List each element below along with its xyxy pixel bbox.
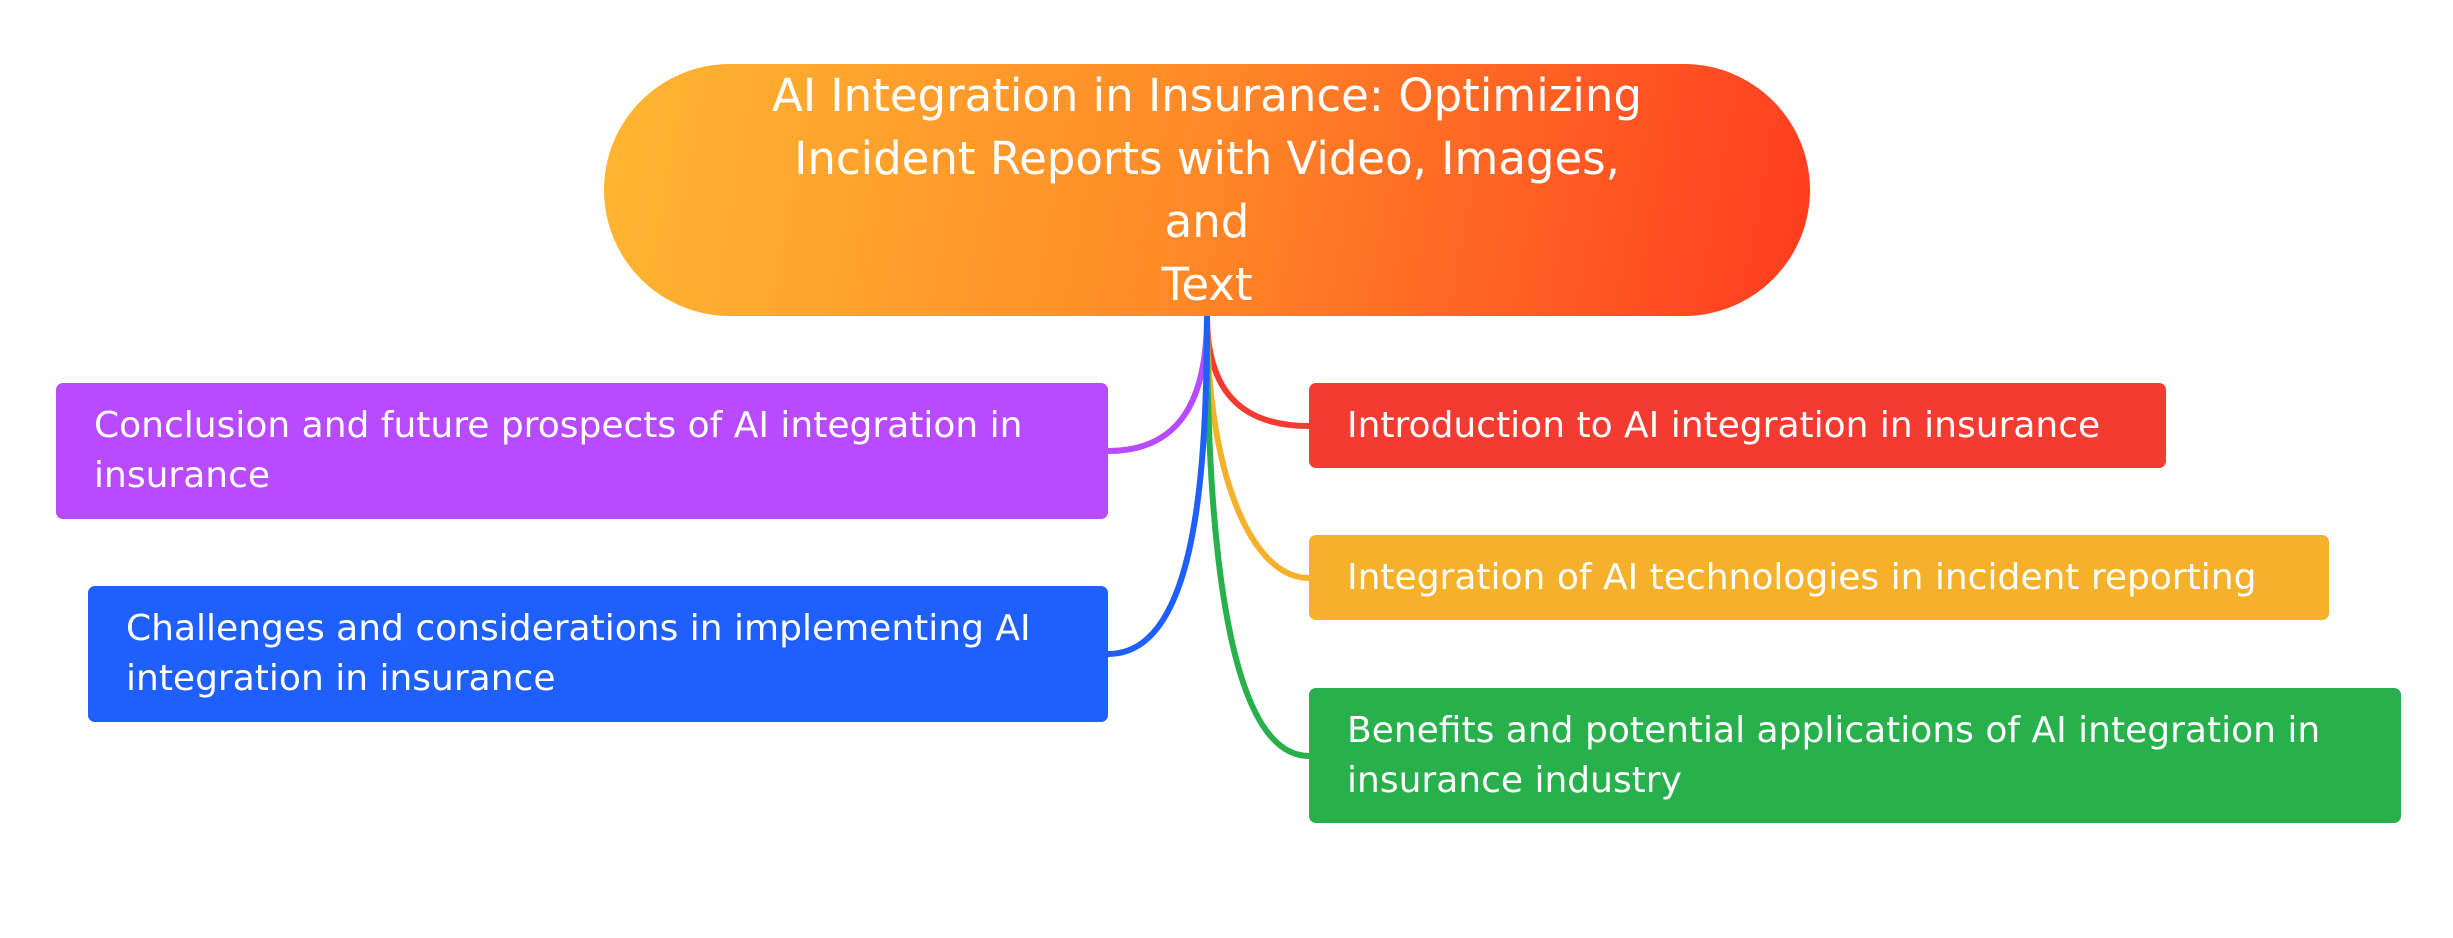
branch-node-benefits[interactable]: Benefits and potential applications of A… — [1309, 688, 2401, 823]
branch-label: Conclusion and future prospects of AI in… — [94, 405, 1023, 496]
branch-label: Challenges and considerations in impleme… — [126, 608, 1031, 699]
root-title-line: Text — [1161, 258, 1253, 311]
connector-conclusion — [1105, 313, 1210, 454]
branch-node-ai-technologies[interactable]: Integration of AI technologies in incide… — [1309, 535, 2329, 620]
branch-label: Introduction to AI integration in insura… — [1347, 404, 2101, 446]
branch-node-conclusion[interactable]: Conclusion and future prospects of AI in… — [56, 383, 1108, 519]
connector-challenges — [1105, 313, 1210, 657]
connector-tech — [1204, 313, 1312, 581]
root-title-line: Incident Reports with Video, Images, and — [794, 132, 1620, 248]
branch-label: Benefits and potential applications of A… — [1347, 709, 2321, 801]
root-title: AI Integration in Insurance: Optimizing … — [754, 64, 1660, 316]
root-node[interactable]: AI Integration in Insurance: Optimizing … — [604, 64, 1810, 316]
branch-node-challenges[interactable]: Challenges and considerations in impleme… — [88, 586, 1108, 722]
branch-label: Integration of AI technologies in incide… — [1347, 556, 2257, 598]
connector-intro — [1204, 313, 1312, 429]
branch-node-introduction[interactable]: Introduction to AI integration in insura… — [1309, 383, 2166, 468]
root-title-line: AI Integration in Insurance: Optimizing — [772, 69, 1642, 122]
connector-benefits — [1204, 313, 1312, 759]
